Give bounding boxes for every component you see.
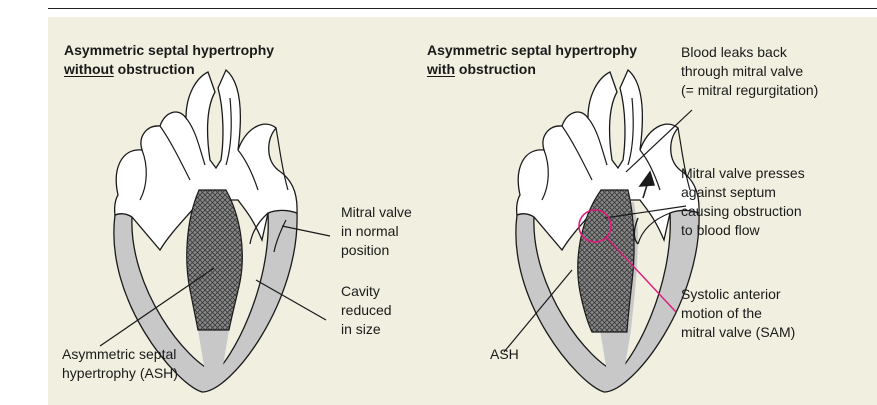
- label-line: causing obstruction: [681, 202, 805, 221]
- label-sam: Systolic anterior motion of the mitral v…: [681, 285, 795, 342]
- label-line: in normal: [341, 222, 412, 241]
- left-heading-underlined: without: [64, 61, 114, 77]
- label-line: through mitral valve: [681, 62, 818, 81]
- left-heading: Asymmetric septal hypertrophy without ob…: [64, 41, 274, 79]
- label-line: hypertrophy (ASH): [62, 364, 178, 383]
- label-line: Blood leaks back: [681, 43, 818, 62]
- right-heading-line1: Asymmetric septal hypertrophy: [427, 41, 637, 60]
- label-line: (= mitral regurgitation): [681, 81, 818, 100]
- heart-without-obstruction: [100, 70, 330, 392]
- label-line: position: [341, 241, 412, 260]
- left-heading-rest: obstruction: [114, 61, 195, 77]
- right-heading-rest: obstruction: [455, 61, 536, 77]
- label-line: Mitral valve: [341, 203, 412, 222]
- label-ash-right: ASH: [490, 345, 519, 364]
- heart-with-obstruction: [516, 70, 699, 392]
- left-heading-line1: Asymmetric septal hypertrophy: [64, 41, 274, 60]
- right-heading-underlined: with: [427, 61, 455, 77]
- label-mitral-valve-normal: Mitral valve in normal position: [341, 203, 412, 260]
- label-line: mitral valve (SAM): [681, 323, 795, 342]
- label-cavity-reduced: Cavity reduced in size: [341, 282, 392, 339]
- label-line: Mitral valve presses: [681, 164, 805, 183]
- label-line: motion of the: [681, 304, 795, 323]
- label-blood-leaks-back: Blood leaks back through mitral valve (=…: [681, 43, 818, 100]
- right-heading-line2: with obstruction: [427, 60, 637, 79]
- label-line: Asymmetric septal: [62, 345, 178, 364]
- label-ash-left: Asymmetric septal hypertrophy (ASH): [62, 345, 178, 383]
- label-line: in size: [341, 320, 392, 339]
- label-line: Systolic anterior: [681, 285, 795, 304]
- label-line: to blood flow: [681, 221, 805, 240]
- left-heading-line2: without obstruction: [64, 60, 274, 79]
- label-line: Cavity: [341, 282, 392, 301]
- label-mitral-presses: Mitral valve presses against septum caus…: [681, 164, 805, 240]
- right-heading: Asymmetric septal hypertrophy with obstr…: [427, 41, 637, 79]
- label-line: against septum: [681, 183, 805, 202]
- label-line: reduced: [341, 301, 392, 320]
